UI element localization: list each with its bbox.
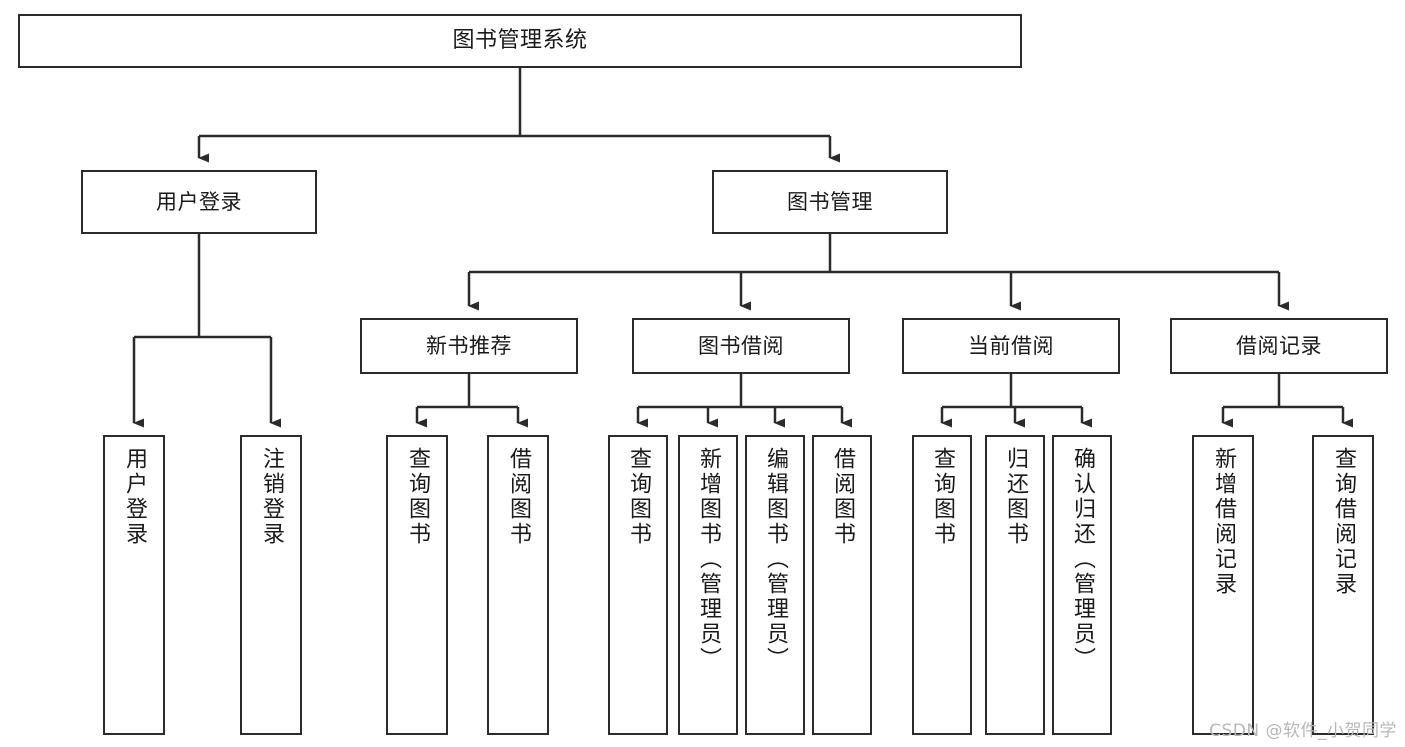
node-leaf-rec-query[interactable]: 查询图书	[386, 435, 448, 735]
node-leaf-bb-add[interactable]: 新增图书（管理员）	[678, 435, 738, 735]
node-leaf-bb-borrow[interactable]: 借阅图书	[812, 435, 872, 735]
node-label: 借阅记录	[1236, 333, 1322, 358]
node-leaf-br-query[interactable]: 查询借阅记录	[1312, 435, 1374, 735]
node-new-book-rec[interactable]: 新书推荐	[360, 318, 578, 374]
node-label: 编辑图书（管理员）	[763, 447, 788, 672]
node-book-borrow[interactable]: 图书借阅	[632, 318, 850, 374]
node-label: 确认归还（管理员）	[1070, 447, 1095, 672]
node-leaf-cb-return[interactable]: 归还图书	[985, 435, 1045, 735]
node-label: 新增借阅记录	[1211, 447, 1236, 597]
node-book-manage[interactable]: 图书管理	[712, 170, 948, 234]
node-leaf-br-add[interactable]: 新增借阅记录	[1192, 435, 1254, 735]
node-root[interactable]: 图书管理系统	[18, 14, 1022, 68]
node-label: 查询图书	[626, 447, 651, 547]
node-leaf-cb-query[interactable]: 查询图书	[912, 435, 972, 735]
node-label: 归还图书	[1003, 447, 1028, 547]
node-label: 查询借阅记录	[1331, 447, 1356, 597]
node-label: 新增图书（管理员）	[696, 447, 721, 672]
node-label: 借阅图书	[830, 447, 855, 547]
node-user-login[interactable]: 用户登录	[81, 170, 317, 234]
node-label: 图书管理	[787, 189, 873, 214]
node-label: 图书借阅	[698, 333, 784, 358]
node-label: 查询图书	[930, 447, 955, 547]
node-label: 借阅图书	[506, 447, 531, 547]
node-leaf-user-logout[interactable]: 注销登录	[240, 435, 302, 735]
node-label: 注销登录	[259, 447, 284, 547]
node-leaf-user-login[interactable]: 用户登录	[103, 435, 165, 735]
node-leaf-rec-borrow[interactable]: 借阅图书	[487, 435, 549, 735]
node-leaf-bb-query[interactable]: 查询图书	[608, 435, 668, 735]
node-leaf-bb-edit[interactable]: 编辑图书（管理员）	[745, 435, 805, 735]
node-label: 查询图书	[405, 447, 430, 547]
node-current-borrow[interactable]: 当前借阅	[902, 318, 1120, 374]
watermark-text: CSDN @软件_小贺同学	[1209, 721, 1397, 741]
node-label: 图书管理系统	[452, 27, 588, 53]
node-leaf-cb-confirm[interactable]: 确认归还（管理员）	[1052, 435, 1112, 735]
node-borrow-record[interactable]: 借阅记录	[1170, 318, 1388, 374]
node-label: 用户登录	[156, 189, 242, 214]
node-label: 新书推荐	[426, 333, 512, 358]
node-label: 用户登录	[122, 447, 147, 547]
node-label: 当前借阅	[968, 333, 1054, 358]
